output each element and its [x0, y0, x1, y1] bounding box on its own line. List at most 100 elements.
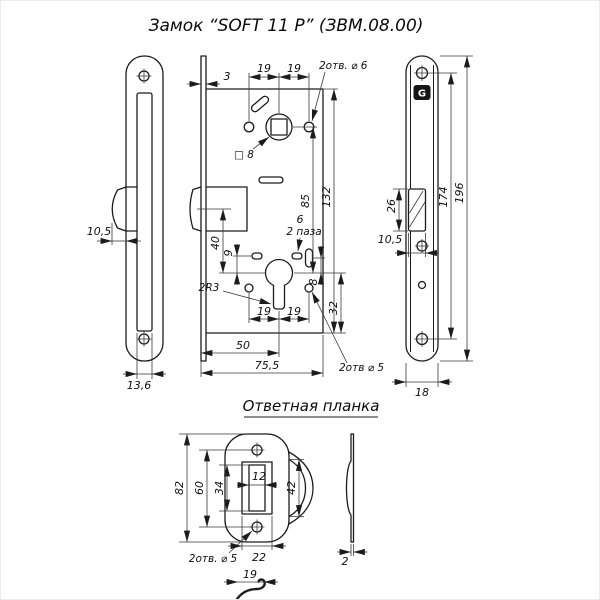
dim-strike-plate-length-label: 82 — [173, 481, 186, 495]
side-profile-right — [350, 433, 355, 543]
dim-plate-length-label: 196 — [453, 183, 466, 204]
drawing-title: Замок “SOFT 11 P” (ЗВМ.08.00) — [149, 16, 424, 36]
dim-top-holes-label: 2отв. ⌀ 6 — [319, 60, 368, 72]
dim-slot-offset: 8 — [307, 246, 325, 286]
dim-top-holes-note: 2отв. ⌀ 6 — [311, 60, 368, 122]
pin-slot — [250, 95, 270, 113]
small-hole — [417, 280, 427, 290]
dim-cylinder-to-bottom: 32 — [327, 273, 345, 333]
case-edge — [136, 92, 153, 332]
dim-plate-width: 18 — [392, 363, 452, 399]
dim-latch-throw: 10,5 — [87, 223, 141, 245]
latch-bolt-face — [407, 188, 427, 232]
dim-window-width: 12 — [237, 470, 277, 489]
dim-cylinder-to-bottom-label: 32 — [327, 301, 340, 315]
latch-side-view: 10,5 13,6 — [87, 55, 166, 392]
dim-axes-distance: 85 — [293, 126, 346, 274]
screw-hole — [415, 239, 429, 253]
dim-bottom-pitch-right-label: 19 — [287, 305, 301, 318]
dim-latch-to-cylinder: 40 — [197, 208, 265, 274]
dim-latch-width: 10,5 — [378, 233, 439, 257]
dim-top-pitch-right-label: 19 — [287, 62, 301, 75]
dim-window-height: 34 — [213, 464, 249, 512]
lip-profile — [235, 578, 266, 599]
dim-strike-plate-length: 82 — [173, 433, 246, 543]
dim-backset-label: 50 — [236, 339, 250, 352]
dim-groove-width-label: 6 — [297, 213, 304, 226]
dim-square-note: □ 8 — [234, 136, 270, 161]
lock-body-view: 3 19 19 2отв. ⌀ 6 □ 8 85 132 — [187, 55, 384, 377]
dim-case-height-label: 132 — [320, 187, 333, 208]
dim-square-label: □ 8 — [234, 149, 254, 161]
dim-bottom-holes-note: 2отв ⌀ 5 — [311, 291, 384, 374]
handle-screw-hole-left — [243, 121, 255, 133]
dim-axes-distance-label: 85 — [299, 194, 312, 208]
strike-plate-section: Ответная планка 12 — [173, 397, 379, 599]
dim-case-depth-label: 75,5 — [255, 359, 280, 372]
screw-hole — [414, 331, 430, 347]
screw-hole — [414, 65, 430, 81]
brand-logo-letter: G — [418, 89, 426, 100]
dim-top-pitch-left-label: 19 — [257, 62, 271, 75]
dim-grooves-note: 6 2 паза — [286, 213, 322, 252]
dim-case-width: 13,6 — [123, 333, 166, 392]
dim-flange-length: 42 — [285, 459, 304, 517]
fixing-hole-left — [244, 283, 254, 293]
spring-slot — [258, 176, 284, 184]
side-profile-left — [345, 433, 352, 543]
dim-thickness: 2 — [337, 544, 368, 568]
dim-lip-length-label: 19 — [243, 568, 257, 581]
dim-strike-screw-pitch-label: 60 — [193, 481, 206, 495]
dim-thickness-label: 2 — [342, 555, 349, 568]
dim-screw-pitch-label: 174 — [437, 187, 450, 208]
dim-case-width-label: 13,6 — [127, 379, 152, 392]
strike-plate-side-view: 2 — [337, 433, 368, 568]
latch-bolt — [189, 186, 202, 232]
dim-screw-pitch: 174 — [430, 72, 457, 340]
dim-radius-note: 2R3 — [199, 282, 272, 305]
dim-top-pitch: 19 19 — [248, 62, 310, 121]
spindle-follower — [265, 113, 293, 141]
dim-faceplate-offset-label: 3 — [224, 70, 231, 83]
dim-bottom-pitch: 19 19 — [248, 293, 310, 323]
strike-window — [248, 464, 266, 512]
faceplate-front-view: G 26 10,5 174 — [378, 55, 473, 399]
dim-recess-width-label: 22 — [252, 551, 266, 564]
cylinder-hole — [264, 258, 294, 310]
dim-groove-offset-label: 9 — [222, 250, 235, 257]
strike-lip-detail: 19 — [224, 568, 278, 599]
screw-hole — [136, 68, 152, 84]
fixing-hole-right — [304, 283, 314, 293]
dim-case-depth: 75,5 — [200, 335, 324, 377]
dim-flange-length-label: 42 — [285, 481, 298, 495]
latch-bolt-profile — [111, 186, 127, 232]
dim-window-height-label: 34 — [213, 481, 226, 495]
dim-faceplate-offset: 3 — [187, 70, 231, 88]
strike-section-title: Ответная планка — [243, 397, 380, 415]
dim-latch-width-label: 10,5 — [378, 233, 403, 246]
dim-plate-length: 196 — [440, 55, 473, 362]
screw-hole — [136, 331, 152, 347]
dim-window-width-label: 12 — [252, 470, 266, 483]
dim-latch-throw-label: 10,5 — [87, 225, 112, 238]
dim-backset: 50 — [201, 311, 280, 357]
dim-recess-width: 22 — [228, 516, 286, 564]
dim-plate-width-label: 18 — [415, 386, 429, 399]
dim-groove-offset: 9 — [222, 244, 252, 285]
dim-strike-screw-pitch: 60 — [193, 449, 252, 528]
brand-logo-icon: G — [413, 85, 431, 100]
dim-bottom-holes-label: 2отв ⌀ 5 — [339, 362, 384, 374]
groove-right — [291, 252, 303, 260]
faceplate-edge — [200, 55, 207, 362]
dim-latch-to-cylinder-label: 40 — [209, 236, 222, 250]
dim-slot-offset-label: 8 — [307, 279, 320, 286]
dim-case-height: 132 — [320, 88, 346, 334]
groove-left — [251, 252, 263, 260]
dim-strike-holes-label: 2отв. ⌀ 5 — [189, 553, 238, 565]
dim-radius-label: 2R3 — [199, 282, 220, 294]
adjust-slot — [304, 248, 314, 268]
dim-latch-height-label: 26 — [385, 199, 398, 213]
dim-strike-holes-note: 2отв. ⌀ 5 — [189, 530, 253, 565]
